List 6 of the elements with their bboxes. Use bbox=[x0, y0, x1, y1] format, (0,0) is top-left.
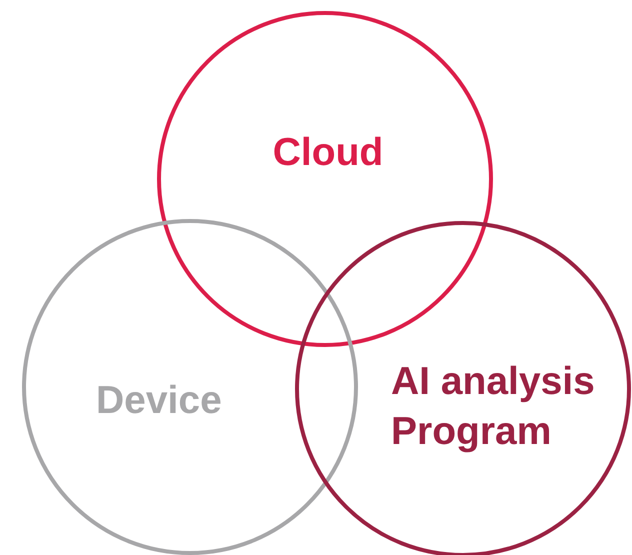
venn-circle bbox=[157, 11, 493, 347]
venn-circle bbox=[295, 221, 631, 555]
circle-label: Device bbox=[96, 378, 223, 424]
circle-label: AI analysis Program bbox=[391, 359, 596, 455]
venn-circle bbox=[22, 219, 358, 555]
circle-label: Cloud bbox=[272, 130, 384, 176]
